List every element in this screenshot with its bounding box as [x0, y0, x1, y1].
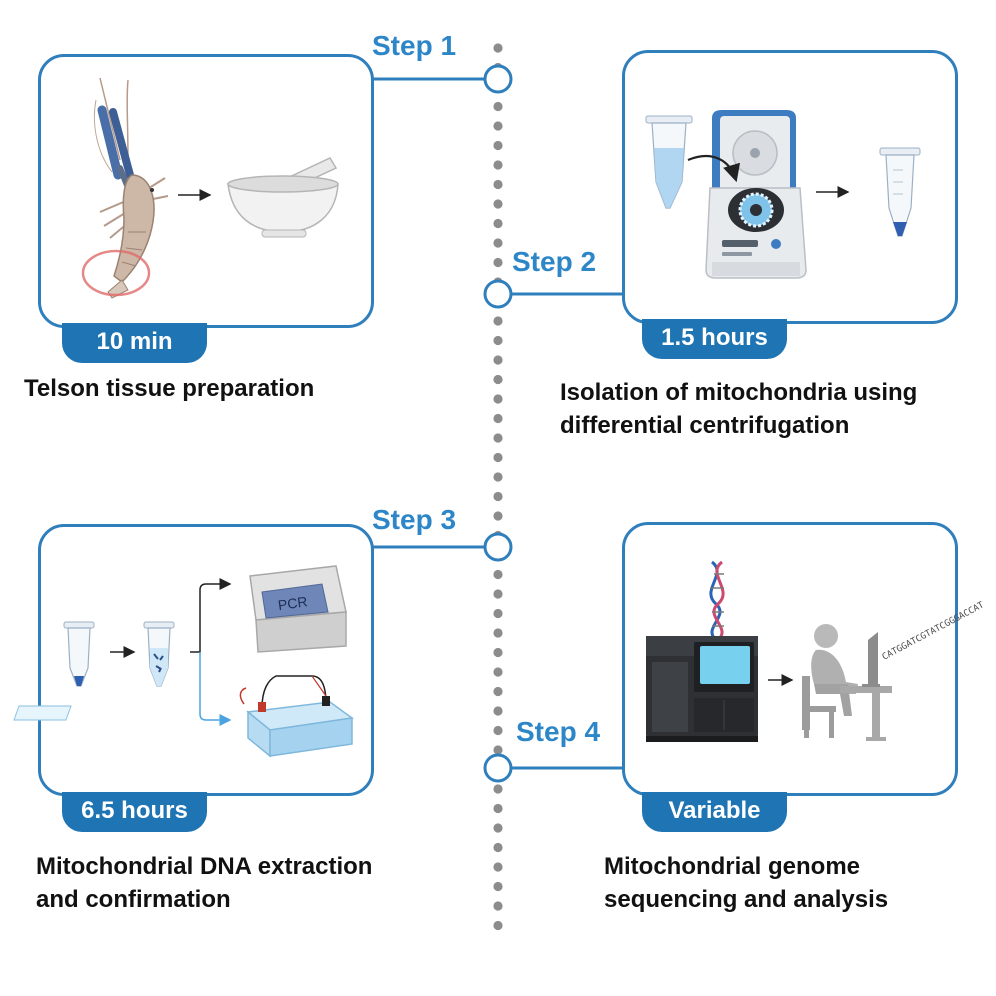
step3-duration-tag: 6.5 hours — [62, 792, 207, 832]
step1-card — [38, 54, 374, 328]
step2-label: Step 2 — [512, 246, 597, 277]
timeline-dot — [493, 920, 503, 931]
timeline-dot — [493, 121, 503, 131]
timeline-dot — [493, 803, 503, 814]
timeline-dot — [493, 218, 503, 229]
timeline-dot — [493, 199, 503, 209]
step1-caption: Telson tissue preparation — [24, 372, 314, 405]
timeline-dot — [493, 101, 503, 112]
step4-node — [483, 753, 513, 783]
timeline-dot — [493, 472, 503, 482]
timeline-dot — [493, 745, 503, 755]
timeline-dot — [493, 706, 503, 716]
timeline-dot — [493, 374, 503, 385]
timeline-dot — [493, 725, 503, 736]
timeline-dot — [493, 550, 503, 560]
step3-caption: Mitochondrial DNA extraction and confirm… — [36, 850, 372, 916]
timeline-dot — [493, 608, 503, 619]
step4-label: Step 4 — [516, 716, 601, 747]
timeline-dot — [493, 628, 503, 638]
step4-caption: Mitochondrial genome sequencing and anal… — [604, 850, 888, 916]
timeline-dot — [493, 316, 503, 326]
timeline-dot — [493, 43, 503, 53]
timeline-dot — [493, 296, 503, 307]
step2-caption-line: Isolation of mitochondria using — [560, 379, 918, 406]
timeline-dot — [493, 140, 503, 151]
timeline-dot — [493, 589, 503, 599]
timeline-dot — [493, 452, 503, 463]
timeline-dot — [493, 335, 503, 346]
timeline-dot — [493, 394, 503, 404]
timeline-dot — [493, 686, 503, 697]
timeline-dot — [493, 647, 503, 658]
timeline-dot — [493, 901, 503, 911]
step1-duration-tag: 10 min — [62, 323, 207, 363]
step1-caption-line: Telson tissue preparation — [24, 375, 315, 402]
timeline-dot — [493, 355, 503, 365]
timeline-dot — [493, 862, 503, 872]
timeline-dot — [493, 823, 503, 833]
step4-duration-tag: Variable — [642, 792, 787, 832]
timeline-dot — [493, 433, 503, 443]
step1-node — [483, 64, 513, 94]
timeline-dot — [493, 82, 503, 92]
timeline-dot — [493, 62, 503, 73]
timeline-dotted-line — [493, 43, 503, 931]
timeline-dot — [493, 511, 503, 521]
step4-caption-line: sequencing and analysis — [604, 886, 889, 913]
timeline-dot — [493, 667, 503, 677]
step4-caption-line: Mitochondrial genome — [604, 853, 861, 880]
timeline-dot — [493, 238, 503, 248]
timeline-dot — [493, 784, 503, 794]
timeline-dot — [493, 160, 503, 170]
timeline-dot — [493, 179, 503, 190]
timeline-dot — [493, 842, 503, 853]
step3-node — [483, 532, 513, 562]
timeline-dot — [493, 530, 503, 541]
step2-node — [483, 279, 513, 309]
step2-card — [622, 50, 958, 324]
timeline-dot — [493, 413, 503, 424]
step3-label: Step 3 — [372, 504, 457, 535]
step3-caption-line: and confirmation — [36, 886, 231, 913]
timeline-dot — [493, 257, 503, 268]
step4-card — [622, 522, 958, 796]
step1-label: Step 1 — [372, 30, 457, 61]
step2-caption-line: differential centrifugation — [560, 412, 850, 439]
step3-caption-line: Mitochondrial DNA extraction — [36, 853, 373, 880]
step2-caption: Isolation of mitochondria using differen… — [560, 376, 917, 442]
step2-duration-tag: 1.5 hours — [642, 319, 787, 359]
timeline-dot — [493, 569, 503, 580]
timeline-dot — [493, 277, 503, 287]
step3-card — [38, 524, 374, 796]
timeline-dot — [493, 881, 503, 892]
timeline-dot — [493, 491, 503, 502]
timeline-dot — [493, 764, 503, 775]
